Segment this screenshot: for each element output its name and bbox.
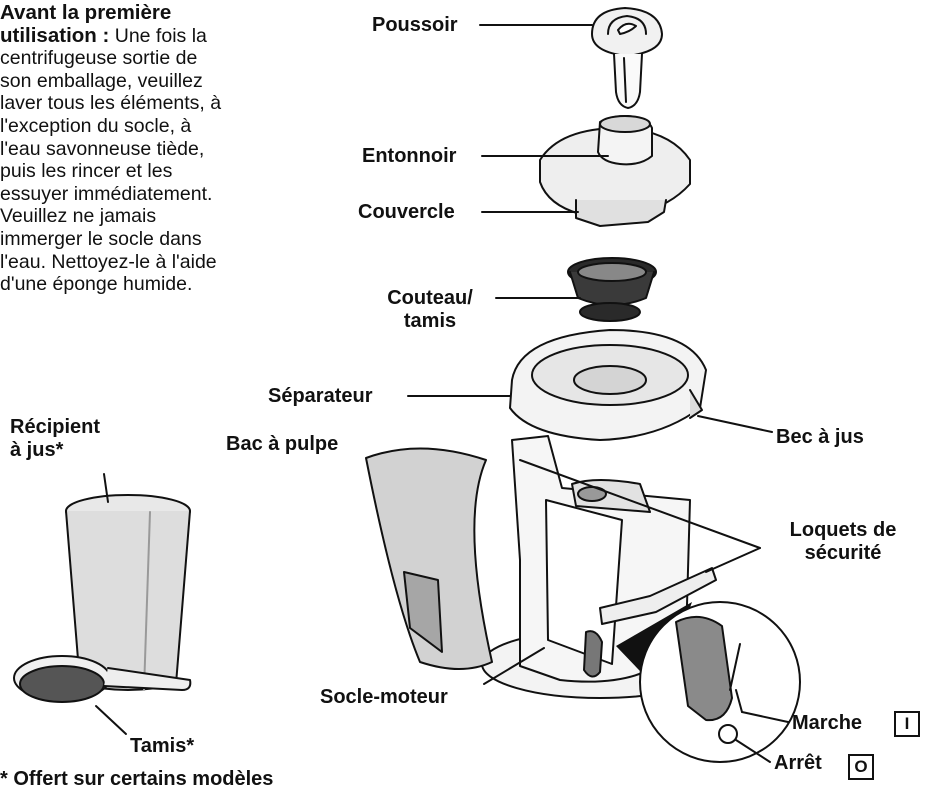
label-loquets-line1: Loquets de xyxy=(789,519,897,541)
label-bec-a-jus: Bec à jus xyxy=(776,426,864,448)
intro-line: centrifugeuse sortie de xyxy=(0,47,198,70)
label-loquets-line2: sécurité xyxy=(804,542,882,564)
label-couvercle: Couvercle xyxy=(358,201,455,223)
intro-heading-line2-bold: utilisation : xyxy=(0,23,110,47)
leader-lines xyxy=(95,24,789,763)
label-socle-moteur: Socle-moteur xyxy=(320,686,448,708)
label-recipient-line1: Récipient xyxy=(10,416,101,438)
inset-magnifier xyxy=(616,601,801,763)
label-separateur: Séparateur xyxy=(268,385,373,407)
intro-heading-line2: utilisation : Une fois la xyxy=(0,23,300,48)
label-recipient: Récipient à jus* xyxy=(10,416,100,462)
intro-line: laver tous les éléments, à xyxy=(0,92,222,115)
intro-line: l'eau savonneuse tiède, xyxy=(0,137,205,160)
arret-symbol-icon: O xyxy=(848,754,874,780)
label-loquets: Loquets de sécurité xyxy=(768,519,918,565)
intro-line: immerger le socle dans xyxy=(0,227,202,250)
label-couteau-line1: Couteau/ xyxy=(387,287,473,309)
intro-line: l'eau. Nettoyez-le à l'aide xyxy=(0,250,217,273)
label-arret: Arrêt xyxy=(774,752,822,774)
intro-line: d'une éponge humide. xyxy=(0,273,193,296)
footnote: * Offert sur certains modèles xyxy=(0,768,274,790)
label-recipient-line2: à jus* xyxy=(10,439,64,461)
intro-line: son emballage, veuillez xyxy=(0,69,203,92)
strainer-part xyxy=(13,655,192,703)
intro-line: essuyer immédiatement. xyxy=(0,182,213,205)
intro-line: Veuillez ne jamais xyxy=(0,205,157,228)
intro-line: puis les rincer et les xyxy=(0,160,173,183)
intro-heading-line1: Avant la première xyxy=(0,1,172,24)
label-entonnoir: Entonnoir xyxy=(362,145,457,167)
blade-sieve-part xyxy=(567,257,657,322)
marche-symbol-icon: I xyxy=(894,711,920,737)
label-bac-a-pulpe: Bac à pulpe xyxy=(226,433,339,455)
label-marche: Marche xyxy=(792,712,863,734)
intro-heading-line2-rest: Une fois la xyxy=(109,24,207,47)
intro-paragraph: Avant la première utilisation : Une fois… xyxy=(0,1,300,296)
lid-part xyxy=(539,115,691,227)
pulp-container-part xyxy=(365,447,493,670)
label-couteau-tamis: Couteau/ tamis xyxy=(366,287,494,333)
pusher-part xyxy=(591,7,663,109)
label-couteau-line2: tamis xyxy=(403,310,457,332)
intro-line: l'exception du socle, à xyxy=(0,114,192,137)
label-tamis: Tamis* xyxy=(130,735,195,757)
separator-part xyxy=(509,329,707,441)
label-poussoir: Poussoir xyxy=(372,14,458,36)
